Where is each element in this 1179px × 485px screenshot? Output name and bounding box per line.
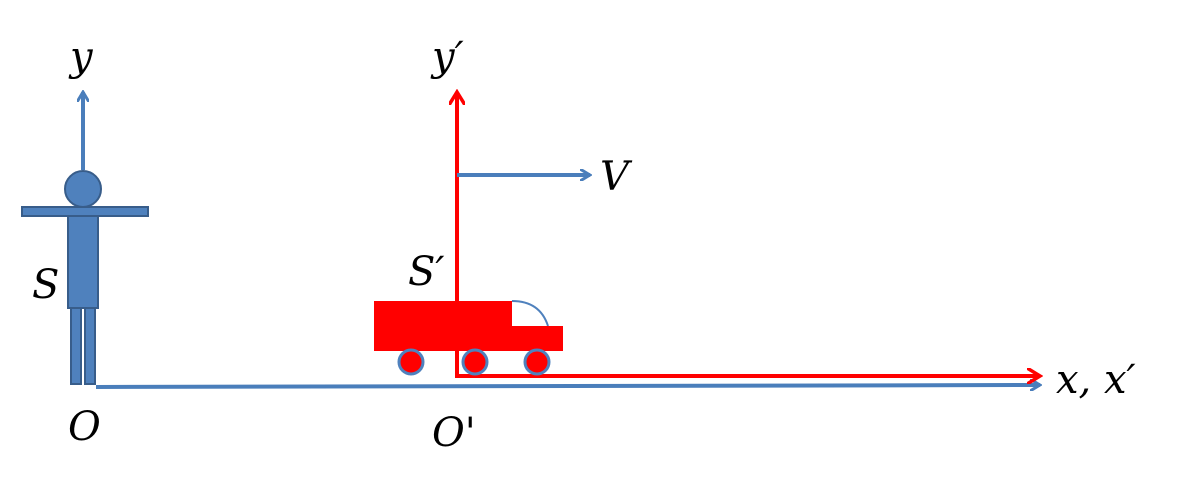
truck-icon — [374, 300, 563, 376]
origin-prime-label: O' — [432, 410, 476, 456]
x-axis-label: x, x′ — [1056, 357, 1136, 403]
origin-label: O — [68, 404, 101, 450]
velocity-label: V — [600, 154, 633, 200]
frame-s-label: S — [32, 262, 59, 308]
observer-person-icon — [21, 170, 149, 385]
y-prime-axis-label: y′ — [430, 34, 464, 80]
y-axis-label: y — [68, 34, 94, 80]
frame-s-prime-label: S′ — [408, 249, 444, 295]
x-axis-s — [95, 385, 1040, 387]
